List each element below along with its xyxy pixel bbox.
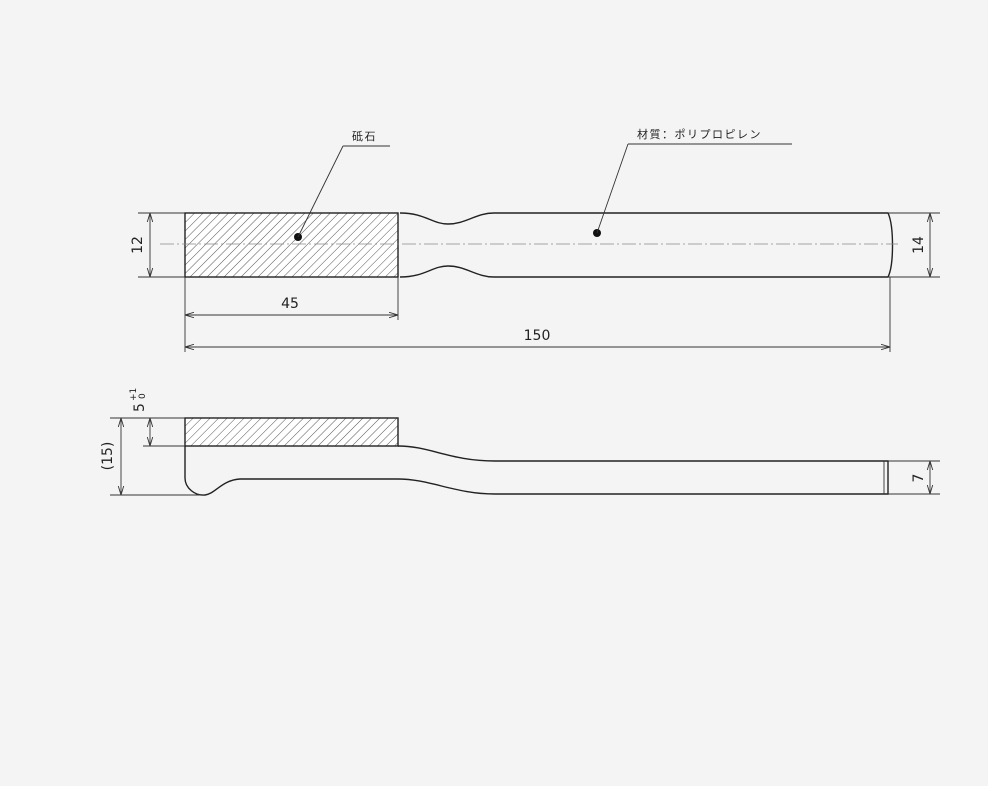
dim-stone-length: 45 [281, 296, 299, 312]
dim-stone-width: 12 [130, 236, 146, 254]
handle-outline-side [184, 445, 889, 496]
grindstone-label: 砥石 [352, 130, 377, 143]
top-view [160, 212, 898, 278]
handle-outline-top-clean [399, 212, 894, 278]
material-label: 材質：ポリプロピレン [637, 127, 762, 141]
dim-overall-height: (15) [100, 442, 116, 471]
dim-stone-thickness: 5 [132, 403, 148, 412]
grindstone-side [184, 417, 399, 447]
side-view [184, 417, 889, 496]
side-dimensions: (15) 5 +1 0 7 [100, 388, 940, 496]
dim-handle-thickness: 7 [911, 474, 927, 483]
grindstone-top [184, 212, 399, 278]
dim-stone-thickness-tol-lower: 0 [138, 393, 148, 399]
leaders: 砥石 材質：ポリプロピレン [297, 127, 792, 238]
dim-total-length: 150 [524, 328, 551, 344]
dim-stone-thickness-tol-upper: +1 [129, 388, 139, 401]
dim-handle-width: 14 [911, 236, 927, 254]
top-dimensions: 12 14 45 150 [130, 212, 940, 352]
